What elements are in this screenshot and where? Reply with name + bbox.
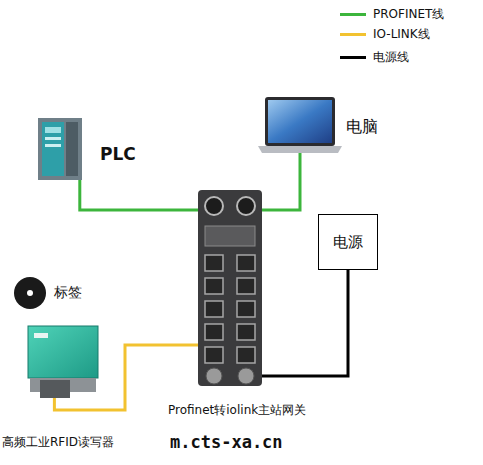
io-port (205, 301, 223, 317)
gateway-body (198, 190, 262, 386)
status-panel (205, 226, 255, 246)
plc-body (38, 118, 82, 180)
m12-port (237, 197, 255, 215)
io-port (237, 301, 255, 317)
plc-front-panel (42, 122, 64, 176)
cable-line (262, 270, 348, 376)
plc-side (66, 122, 78, 176)
node-label: 高频工业RFID读写器 (2, 434, 114, 451)
legend-text: PROFINET线 (373, 6, 444, 23)
io-port (237, 278, 255, 294)
legend-entry: 电源线 (340, 49, 409, 66)
laptop-illustration (258, 97, 342, 153)
laptop-screen (268, 100, 332, 143)
gateway-illustration (198, 190, 262, 386)
legend-entry: PROFINET线 (340, 6, 444, 23)
node-label: PLC (100, 144, 136, 164)
legend-entry: IO-LINK线 (340, 26, 430, 43)
watermark: m.cts-xa.cn (170, 432, 283, 452)
rfid-reader-illustration (28, 326, 98, 398)
io-port (205, 324, 223, 340)
device-node: PLC (38, 118, 82, 180)
tag-disc (14, 277, 46, 309)
device-node: 电脑 (258, 97, 342, 153)
reader-head (28, 326, 98, 378)
cable-line (262, 153, 300, 210)
cable-line (80, 180, 198, 210)
reader-logo (34, 333, 48, 338)
power-port (238, 368, 254, 384)
node-label: Profinet转iolink主站网关 (168, 402, 306, 419)
legend-text: 电源线 (373, 49, 409, 66)
io-port (237, 324, 255, 340)
device-node: 标签 (14, 277, 46, 309)
plc-slot (45, 144, 61, 147)
laptop-base (258, 146, 342, 153)
legend-text: IO-LINK线 (373, 26, 430, 43)
plc-slot (45, 137, 61, 140)
legend-line-swatch (340, 56, 366, 59)
power-box: 电源 (318, 214, 378, 270)
node-label: 标签 (54, 284, 82, 302)
io-port (237, 347, 255, 363)
m12-port (205, 197, 223, 215)
io-port (205, 347, 223, 363)
plc-illustration (38, 118, 82, 180)
plc-led-strip (45, 127, 61, 133)
io-port (237, 255, 255, 271)
io-port (205, 278, 223, 294)
device-node: 高频工业RFID读写器 (24, 326, 100, 398)
tag-hole (27, 290, 33, 296)
io-port (205, 255, 223, 271)
legend-line-swatch (340, 33, 366, 36)
legend-line-swatch (340, 13, 366, 16)
tag-illustration (14, 277, 46, 309)
node-label: 电脑 (346, 117, 378, 138)
power-port (206, 368, 222, 384)
laptop-bezel (265, 97, 335, 146)
device-node: Profinet转iolink主站网关 (198, 190, 262, 386)
reader-connector (40, 380, 70, 398)
node-label: 电源 (333, 233, 363, 252)
